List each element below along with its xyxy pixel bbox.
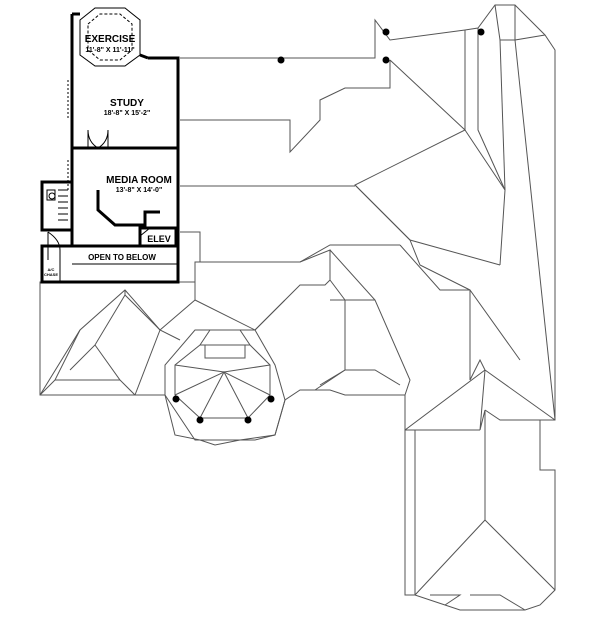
turret-roof — [174, 344, 271, 419]
roof-markers — [172, 28, 485, 424]
exercise-label: EXERCISE — [85, 34, 136, 45]
study-dims: 18'-8" X 15'-2" — [104, 110, 151, 117]
elevator-shaft — [138, 226, 178, 248]
fixture-icon — [48, 192, 56, 200]
roof-dot — [382, 56, 390, 64]
roof-dot — [382, 28, 390, 36]
elev-label: ELEV — [147, 234, 171, 244]
room-labels: EXERCISE 11'-8" X 11'-11" STUDY 18'-8" X… — [44, 34, 172, 277]
open-to-below-label: OPEN TO BELOW — [88, 253, 156, 262]
ac-chase-line2: CHASE — [44, 272, 58, 277]
upper-floor-walls — [40, 7, 180, 284]
roof-plan — [39, 4, 556, 611]
media-room-label: MEDIA ROOM — [106, 175, 172, 186]
roof-dot — [277, 56, 285, 64]
roof-dot — [196, 416, 204, 424]
study-label: STUDY — [110, 98, 144, 109]
roof-dot — [244, 416, 252, 424]
roof-dot — [172, 395, 180, 403]
ac-chase-line1: A/C — [48, 267, 55, 272]
media-room-dims: 13'-8" X 14'-0" — [116, 187, 163, 194]
roof-dot — [477, 28, 485, 36]
roof-dot — [267, 395, 275, 403]
exercise-dims: 11'-8" X 11'-11" — [85, 47, 134, 54]
